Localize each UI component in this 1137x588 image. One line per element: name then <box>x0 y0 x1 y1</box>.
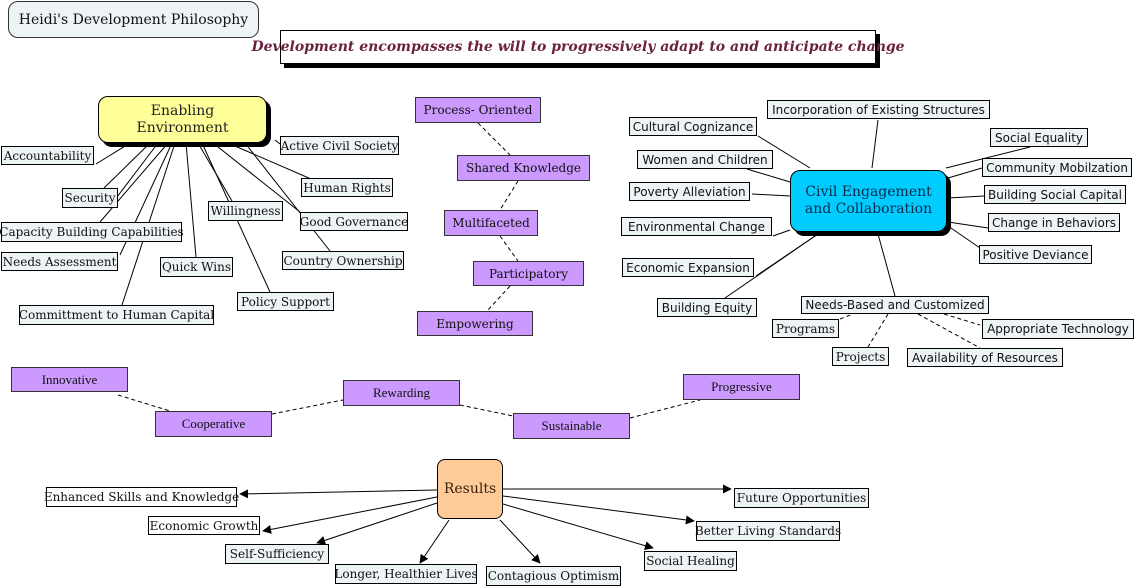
link-human-rights <box>227 142 319 183</box>
link-cooperative-rewarding <box>271 399 344 415</box>
civil-engagement-hub[interactable]: Civil Engagement and Collaboration <box>790 170 947 232</box>
node-willingness[interactable]: Willingness <box>208 201 283 221</box>
link-social-equality <box>945 146 1031 169</box>
node-accountability[interactable]: Accountability <box>1 146 94 165</box>
link-participatory-empowering <box>486 285 511 312</box>
node-committment-human-capital[interactable]: Committment to Human Capital <box>19 305 214 325</box>
quality-shared-knowledge[interactable]: Shared Knowledge <box>457 155 590 181</box>
node-change-in-behaviors[interactable]: Change in Behaviors <box>988 213 1120 232</box>
node-appropriate-technology[interactable]: Appropriate Technology <box>982 319 1134 339</box>
node-quick-wins[interactable]: Quick Wins <box>160 257 233 277</box>
map-title: Heidi's Development Philosophy <box>8 1 259 38</box>
node-community-mobilzation[interactable]: Community Mobilzation <box>982 158 1132 177</box>
arrow-social-healing <box>502 503 654 551</box>
link-incorporation <box>871 119 879 169</box>
quality-participatory[interactable]: Participatory <box>473 261 584 286</box>
link-innovative-cooperative <box>117 394 171 412</box>
outcome-enhanced-skills[interactable]: Enhanced Skills and Knowledge <box>44 487 239 507</box>
link-equity <box>724 233 819 299</box>
node-economic-expansion[interactable]: Economic Expansion <box>622 258 754 277</box>
link-projects <box>867 313 889 348</box>
quality-progressive[interactable]: Progressive <box>683 374 800 400</box>
outcome-future-opportunities[interactable]: Future Opportunities <box>734 488 869 508</box>
link-country-ownership <box>244 142 331 252</box>
node-country-ownership[interactable]: Country Ownership <box>282 251 404 270</box>
link-security <box>103 142 151 189</box>
node-security[interactable]: Security <box>62 188 118 208</box>
node-policy-support[interactable]: Policy Support <box>237 292 334 311</box>
outcome-social-healing[interactable]: Social Healing <box>644 551 737 571</box>
quality-process-oriented[interactable]: Process- Oriented <box>415 97 541 123</box>
node-good-governance[interactable]: Good Governance <box>300 212 408 231</box>
node-building-equity[interactable]: Building Equity <box>657 298 757 317</box>
link-social-capital <box>947 195 985 199</box>
node-needs-based-customized[interactable]: Needs-Based and Customized <box>801 296 989 314</box>
outcome-better-living-standards[interactable]: Better Living Standards <box>695 521 841 541</box>
quality-cooperative[interactable]: Cooperative <box>155 411 272 437</box>
node-positive-deviance[interactable]: Positive Deviance <box>979 245 1092 264</box>
link-environmental <box>772 229 791 237</box>
results-hub[interactable]: Results <box>437 459 503 519</box>
node-women-children[interactable]: Women and Children <box>637 150 773 169</box>
link-appropriate <box>943 313 981 326</box>
link-cultural <box>757 135 811 169</box>
node-needs-assessment[interactable]: Needs Assessment <box>1 252 118 271</box>
node-programs[interactable]: Programs <box>772 319 839 338</box>
node-active-civil-society[interactable]: Active Civil Society <box>280 136 399 155</box>
arrow-longer-lives <box>419 519 450 564</box>
arrow-contagious-optimism <box>499 519 541 564</box>
outcome-longer-healthier-lives[interactable]: Longer, Healthier Lives <box>334 564 478 584</box>
link-programs <box>839 313 854 320</box>
link-process-shared <box>477 122 511 156</box>
quality-sustainable[interactable]: Sustainable <box>513 413 630 439</box>
quality-empowering[interactable]: Empowering <box>417 311 533 336</box>
enabling-environment-hub[interactable]: Enabling Environment <box>98 96 267 143</box>
link-multi-participatory <box>499 235 519 262</box>
node-cultural-cognizance[interactable]: Cultural Cognizance <box>629 117 757 136</box>
node-poverty-alleviation[interactable]: Poverty Alleviation <box>629 182 750 201</box>
link-community <box>947 167 983 179</box>
link-poverty <box>751 193 791 197</box>
node-capacity-building[interactable]: Capacity Building Capabilities <box>0 222 184 242</box>
link-shared-multi <box>499 180 519 211</box>
link-good-governance <box>212 142 301 213</box>
arrow-economic-growth <box>262 496 438 534</box>
quality-multifaceted[interactable]: Multifaceted <box>444 210 538 236</box>
tagline-banner: Development encompasses the will to prog… <box>251 30 905 64</box>
quality-rewarding[interactable]: Rewarding <box>343 380 460 406</box>
arrow-self-sufficiency <box>316 502 438 545</box>
link-capacity <box>99 142 169 223</box>
link-behaviors <box>947 221 989 229</box>
link-active-civil <box>274 139 281 145</box>
outcome-contagious-optimism[interactable]: Contagious Optimism <box>486 566 621 586</box>
node-incorporation-existing-structures[interactable]: Incorporation of Existing Structures <box>767 100 990 119</box>
link-deviance <box>947 225 981 249</box>
node-projects[interactable]: Projects <box>832 347 889 366</box>
arrow-better-living <box>502 495 695 525</box>
node-environmental-change[interactable]: Environmental Change <box>621 217 772 236</box>
quality-innovative[interactable]: Innovative <box>11 367 128 392</box>
link-needs-based <box>877 233 896 297</box>
link-quick-wins <box>185 142 197 258</box>
link-rewarding-sustainable <box>459 404 514 417</box>
link-sustainable-progressive <box>629 399 701 419</box>
outcome-economic-growth[interactable]: Economic Growth <box>148 516 260 535</box>
outcome-self-sufficiency[interactable]: Self-Sufficiency <box>225 544 329 564</box>
node-social-equality[interactable]: Social Equality <box>990 128 1088 147</box>
node-human-rights[interactable]: Human Rights <box>301 178 393 197</box>
link-accountability <box>95 142 131 165</box>
link-availability <box>917 313 981 349</box>
arrow-enhanced-skills <box>239 489 438 499</box>
link-security-2 <box>116 142 159 198</box>
link-women <box>746 168 791 183</box>
node-availability-resources[interactable]: Availability of Resources <box>907 348 1063 367</box>
node-building-social-capital[interactable]: Building Social Capital <box>984 185 1126 204</box>
